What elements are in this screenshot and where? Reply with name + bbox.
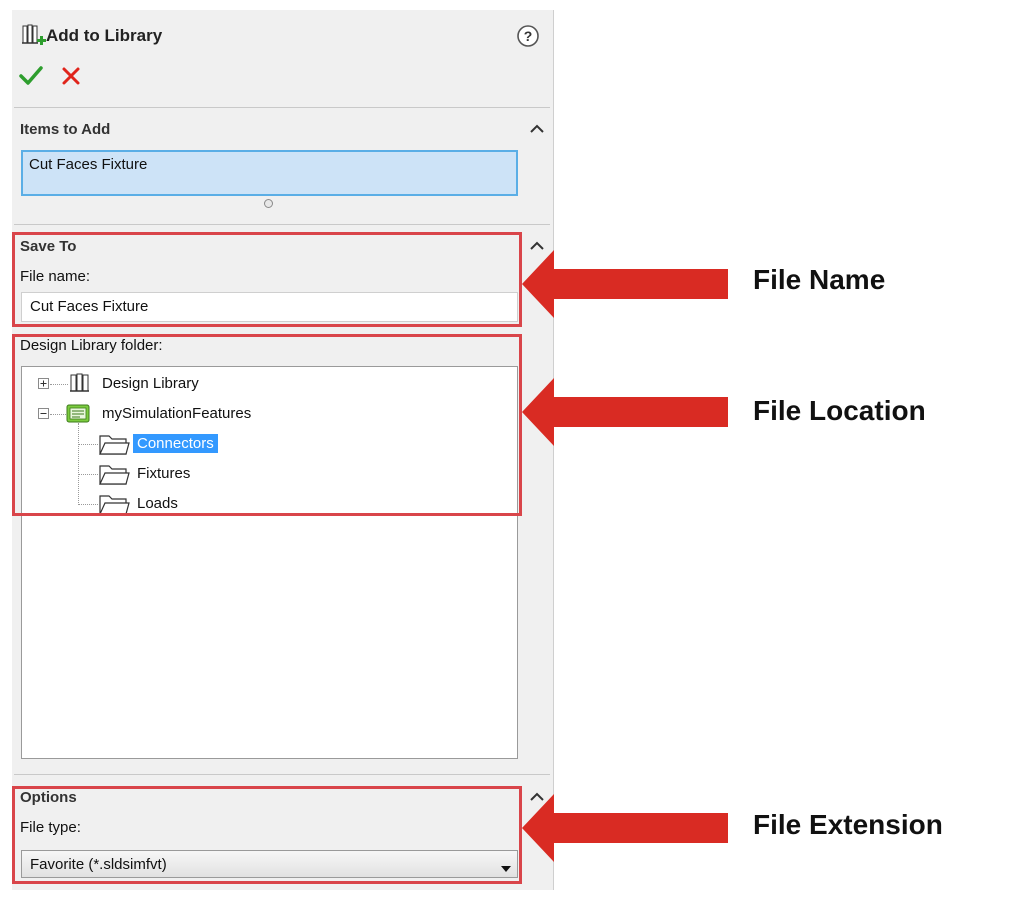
expand-design-library-button[interactable] [38,378,49,389]
file-location-arrow-icon [522,378,730,446]
collapse-items-chevron-icon[interactable] [528,122,546,136]
collapse-options-chevron-icon[interactable] [528,790,546,804]
library-add-icon [20,22,48,50]
simulation-folder-icon [66,402,90,424]
options-header: Options [20,789,77,806]
panel-title: Add to Library [46,26,163,45]
x-icon [62,67,80,85]
help-icon[interactable]: ? [516,24,540,48]
tree-connector [78,504,98,505]
tree-item-loads[interactable]: Loads [137,495,178,512]
cancel-button[interactable] [60,66,82,86]
svg-text:?: ? [524,28,533,44]
design-library-folder-tree[interactable]: Design Library mySimulationFeatures Conn… [21,366,518,759]
tree-item-mysimulationfeatures[interactable]: mySimulationFeatures [102,405,252,422]
design-library-folder-label: Design Library folder: [20,337,163,354]
divider [14,224,550,225]
folder-icon [98,431,130,457]
save-to-header: Save To [20,238,77,255]
tree-connector [50,384,68,385]
file-name-arrow-icon [522,250,730,318]
divider [14,107,550,108]
resize-handle-icon[interactable] [264,199,273,208]
tree-connector [50,414,68,415]
folder-icon [98,461,130,487]
file-type-label: File type: [20,819,81,836]
dropdown-arrow-icon [500,860,512,872]
items-to-add-header: Items to Add [20,121,111,138]
library-books-icon [68,371,92,395]
confirm-button[interactable] [18,64,44,88]
file-extension-callout: File Extension [753,809,943,840]
collapse-save-to-chevron-icon[interactable] [528,239,546,253]
item-cut-faces-fixture[interactable]: Cut Faces Fixture [29,156,148,173]
file-type-value: Favorite (*.sldsimfvt) [30,856,167,873]
plus-icon [40,380,47,387]
checkmark-icon [19,66,43,85]
tree-connector [78,474,98,475]
collapse-mysimulationfeatures-button[interactable] [38,408,49,419]
file-type-select[interactable]: Favorite (*.sldsimfvt) [21,850,518,878]
tree-item-connectors[interactable]: Connectors [133,434,218,453]
items-to-add-list[interactable]: Cut Faces Fixture [21,150,518,196]
file-name-highlight-box [12,232,522,327]
file-name-callout: File Name [753,264,886,295]
file-extension-highlight-box [12,786,522,884]
folder-icon [98,491,130,517]
tree-item-design-library[interactable]: Design Library [102,375,199,392]
tree-connector [78,423,79,505]
divider [14,774,550,775]
tree-connector [78,444,98,445]
file-location-highlight-box [12,334,522,516]
tree-item-fixtures[interactable]: Fixtures [137,465,191,482]
file-name-input[interactable]: Cut Faces Fixture [21,292,518,322]
minus-icon [40,413,47,414]
file-location-callout: File Location [753,395,926,426]
file-extension-arrow-icon [522,794,730,862]
file-name-label: File name: [20,268,91,285]
